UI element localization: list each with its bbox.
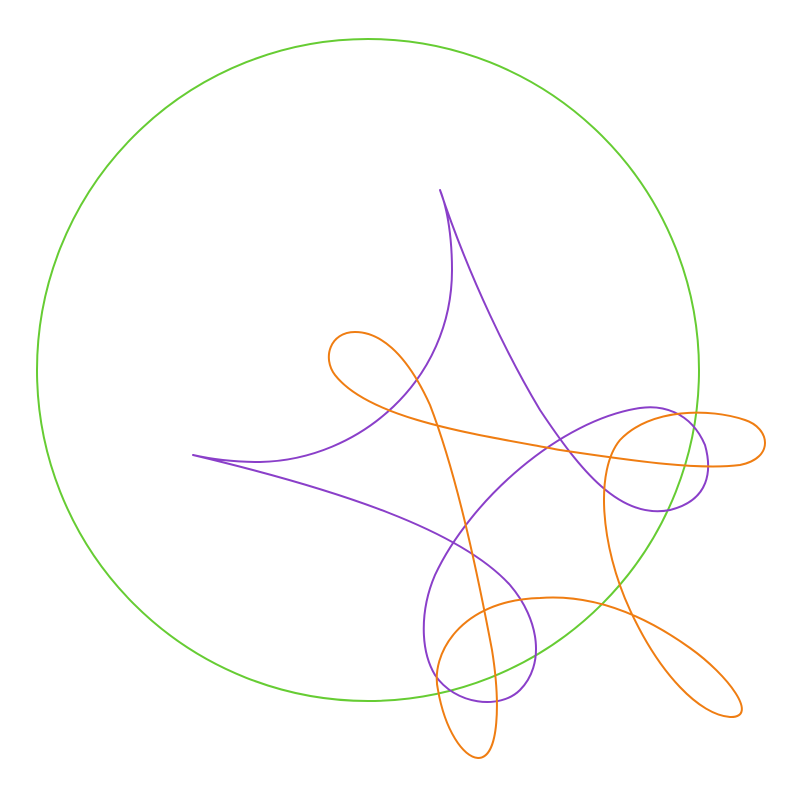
orange-looping-curve [327, 331, 766, 759]
purple-looping-curve [192, 189, 710, 703]
green-circle-curve [36, 38, 700, 702]
